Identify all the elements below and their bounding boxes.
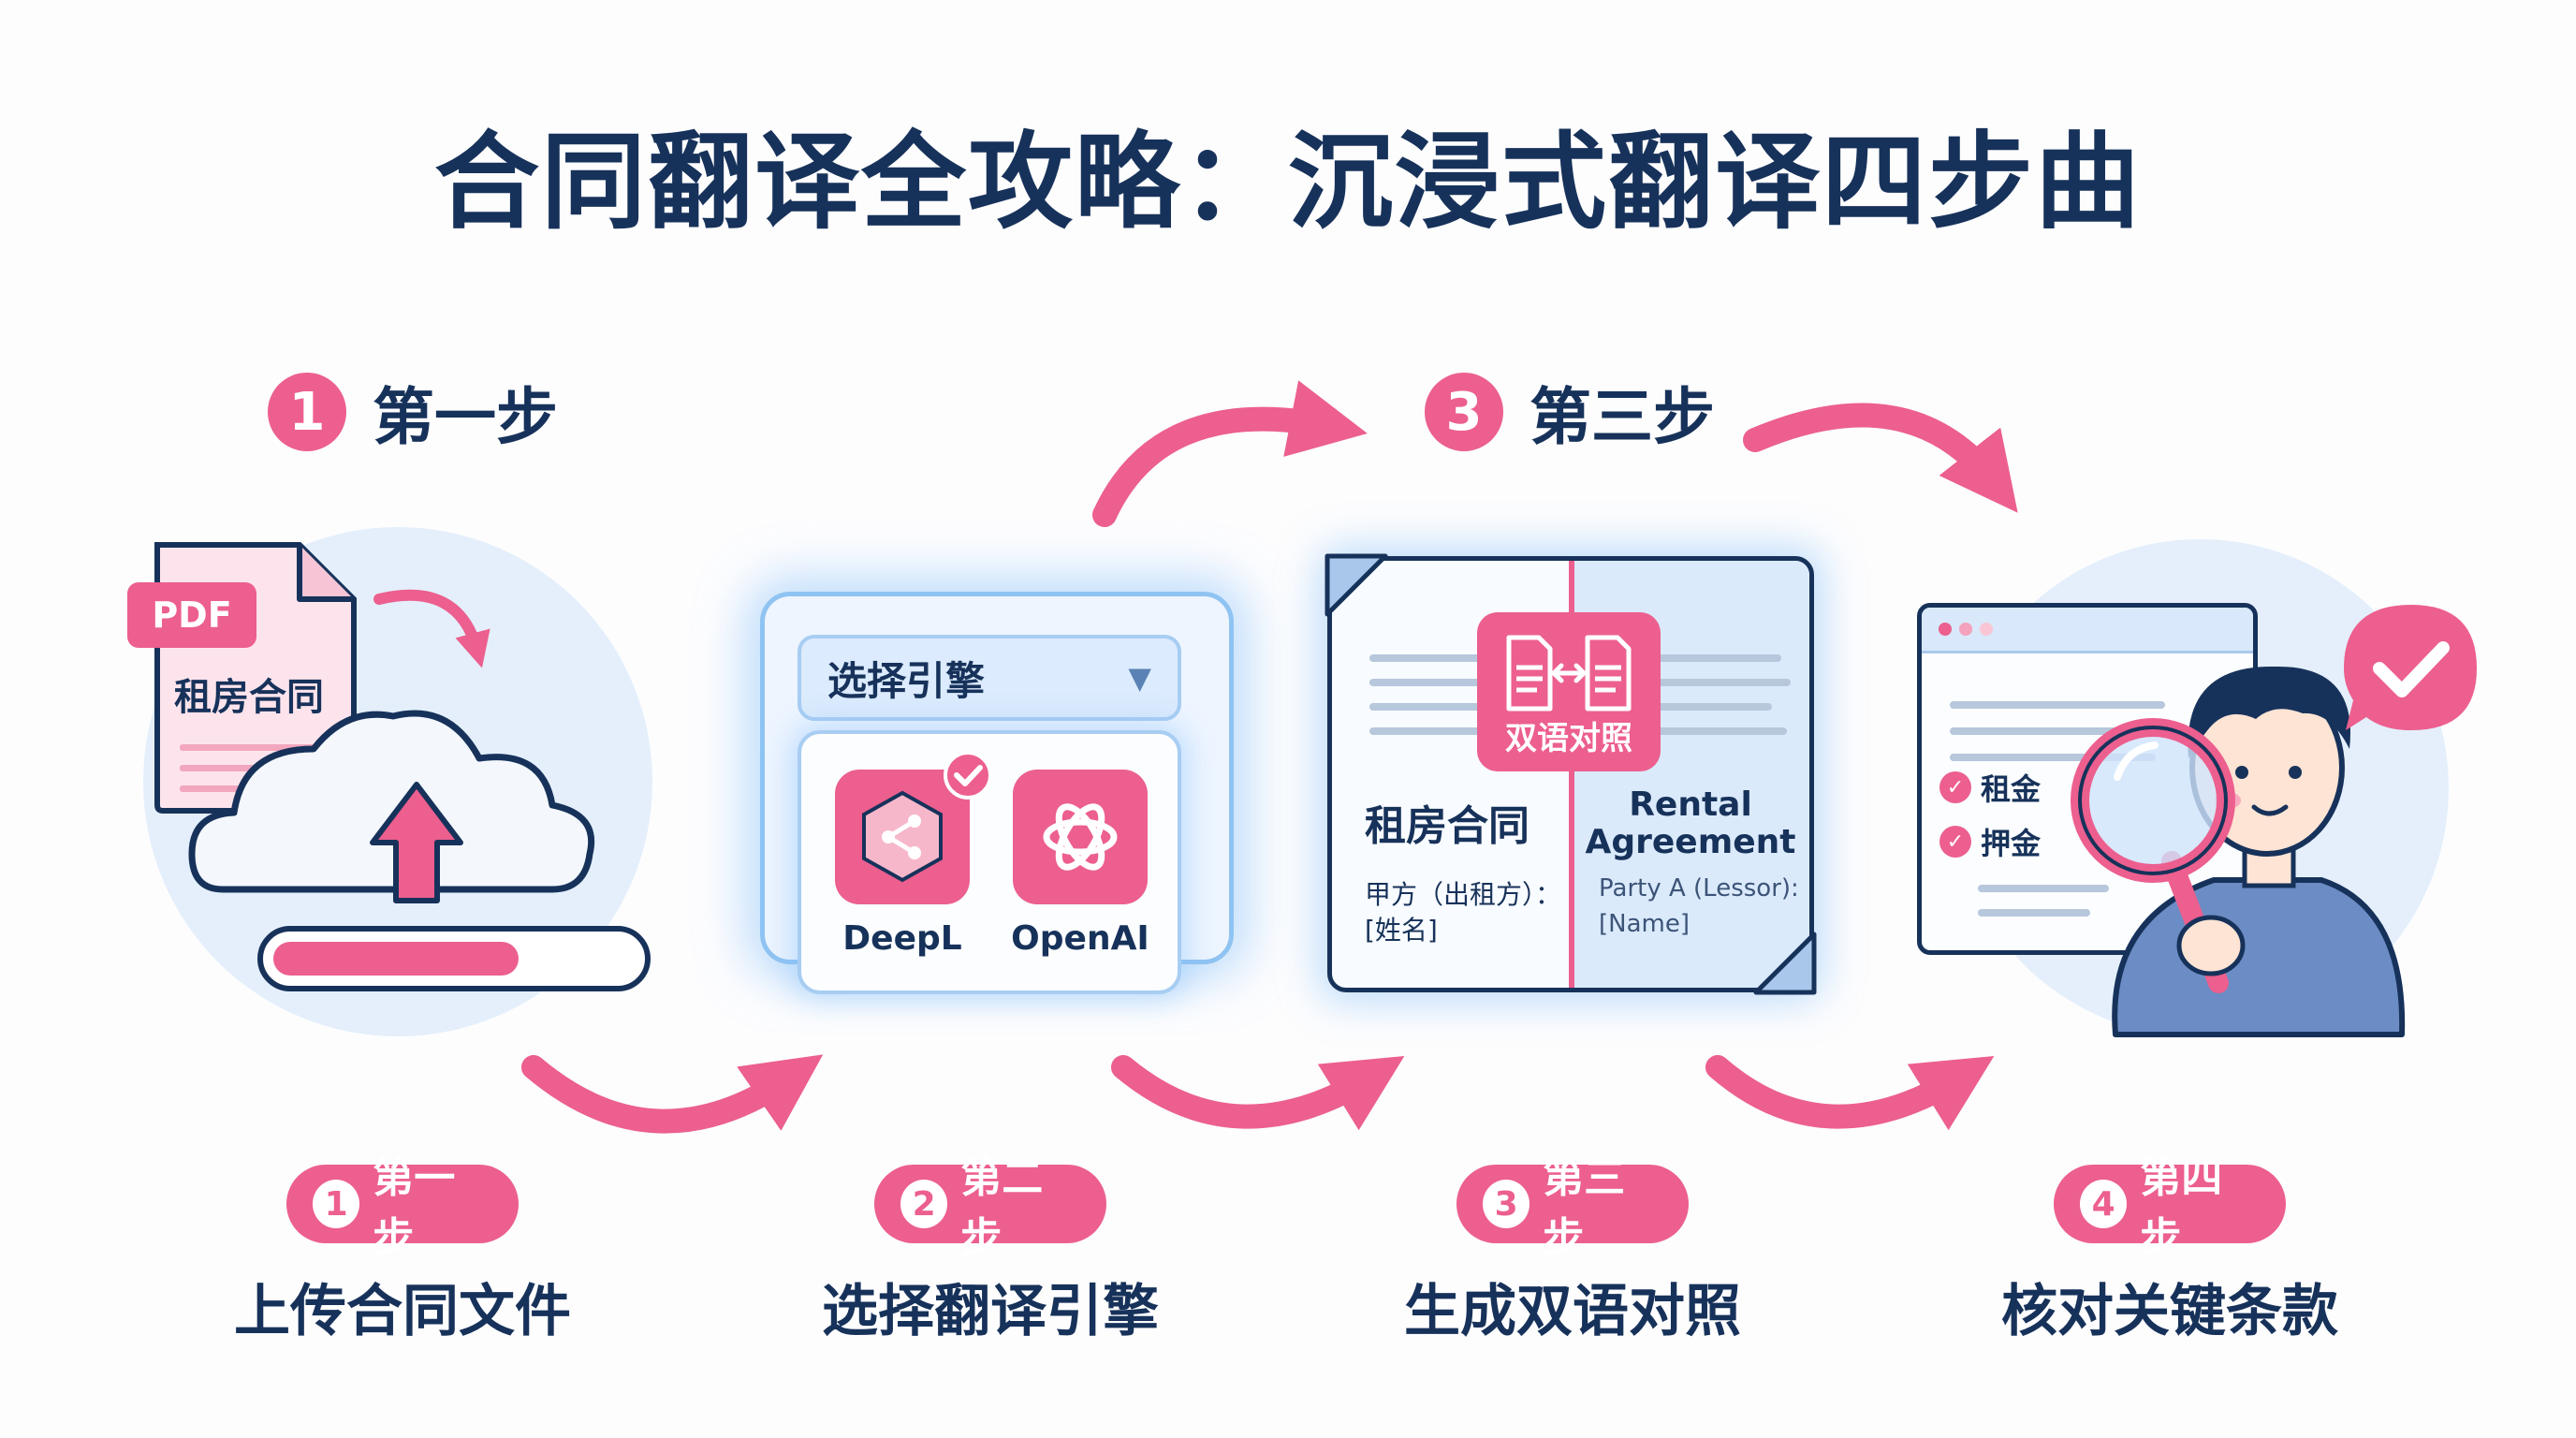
- cloud-upload-icon: [188, 710, 595, 903]
- arrow-3-to-4-top: [1743, 403, 2018, 513]
- step-3-pill: 3 第三步: [1456, 1154, 1689, 1262]
- term-deposit-label: 押金: [1981, 826, 2042, 861]
- window-dot-icon: [1980, 623, 1993, 636]
- top-step-3-label: 第三步: [1530, 381, 1715, 453]
- arrow-2-to-3-top: [1092, 380, 1368, 527]
- upload-hint-arrow: [373, 589, 490, 668]
- top-step-1: 1 第一步: [268, 367, 558, 457]
- doc-en-line1: Party A (Lessor):: [1599, 874, 1799, 902]
- engine-select-label: 选择引擎: [827, 657, 986, 704]
- engine-label-openai: OpenAI: [1011, 919, 1149, 958]
- step-4-pill: 4 第四步: [2054, 1154, 2286, 1262]
- engine-select-dropdown[interactable]: 选择引擎 ▼: [798, 635, 1181, 721]
- engine-label-deepl: DeepL: [842, 919, 962, 958]
- step-2-caption: 选择翻译引擎: [822, 1279, 1159, 1344]
- person-body: [2112, 877, 2406, 1037]
- bilingual-document: [1327, 556, 1814, 992]
- top-step-1-number: 1: [268, 373, 346, 451]
- top-step-3: 3 第三步: [1425, 367, 1715, 457]
- step-4-number: 4: [2080, 1180, 2128, 1228]
- step-2-number: 2: [900, 1180, 948, 1228]
- step-3-label: 第三步: [1543, 1154, 1626, 1262]
- term-rent: ✓ 租金: [1939, 766, 2041, 809]
- step-2-pill: 2 第二步: [874, 1154, 1106, 1262]
- check-icon: ✓: [1939, 826, 1971, 858]
- reviewer-with-magnifier: [2071, 666, 2406, 1037]
- window-dot-icon: [1939, 623, 1952, 636]
- engine-option-openai[interactable]: [1013, 770, 1148, 904]
- person-hair: [2188, 666, 2350, 758]
- step-1-number: 1: [313, 1180, 360, 1228]
- bilingual-badge: 双语对照: [1477, 612, 1661, 771]
- openai-icon: [1043, 803, 1118, 871]
- doc-en-title-line2: Agreement: [1585, 822, 1796, 861]
- doc-en-title-line1: Rental: [1629, 785, 1752, 824]
- upload-progress-fill: [273, 942, 519, 976]
- doc-zh-line1: 甲方（出租方）：: [1365, 879, 1562, 910]
- step-4-caption: 核对关键条款: [2001, 1279, 2338, 1344]
- deepl-icon: [862, 790, 943, 883]
- chevron-down-icon: ▼: [1128, 660, 1151, 696]
- arrow-1-to-2: [521, 1054, 824, 1134]
- step-3-caption: 生成双语对照: [1404, 1279, 1741, 1344]
- pdf-badge-label: PDF: [152, 594, 232, 636]
- arrow-3-to-4-bottom: [1705, 1055, 1995, 1131]
- engine-option-deepl[interactable]: [835, 770, 970, 904]
- bilingual-badge-label: 双语对照: [1505, 720, 1632, 757]
- step-2-label: 第二步: [960, 1154, 1044, 1262]
- doc-zh-title: 租房合同: [1365, 802, 1530, 850]
- term-rent-label: 租金: [1981, 771, 2042, 807]
- doc-zh-line2: [姓名]: [1365, 915, 1438, 946]
- step-1-label: 第一步: [373, 1154, 456, 1262]
- page-title: 合同翻译全攻略：沉浸式翻译四步曲: [434, 122, 2142, 243]
- top-step-3-number: 3: [1425, 373, 1503, 451]
- doc-en-title: Rental Agreement: [1571, 786, 1810, 860]
- swap-documents-icon: [1506, 635, 1632, 712]
- upload-progress-bar: [257, 926, 651, 991]
- term-deposit: ✓ 押金: [1939, 820, 2041, 863]
- contract-doc-title: 租房合同: [174, 676, 324, 719]
- step-1-pill: 1 第一步: [286, 1154, 519, 1262]
- approved-check-bubble-icon: [2344, 605, 2477, 730]
- selected-check-icon: [944, 751, 992, 800]
- step-4-label: 第四步: [2140, 1154, 2223, 1262]
- step-3-number: 3: [1483, 1180, 1530, 1228]
- document-corner-folds: [1325, 553, 1817, 995]
- window-dot-icon: [1959, 623, 1972, 636]
- doc-en-line2: [Name]: [1599, 910, 1690, 938]
- pdf-badge: [127, 582, 256, 648]
- step1-illustration: [127, 527, 652, 1036]
- step-1-caption: 上传合同文件: [234, 1279, 571, 1344]
- top-step-1-label: 第一步: [373, 381, 558, 453]
- center-divider: [1569, 561, 1574, 988]
- browser-title-bar: [1922, 608, 2253, 653]
- check-icon: ✓: [1939, 771, 1971, 803]
- arrow-2-to-3-bottom: [1111, 1055, 1405, 1131]
